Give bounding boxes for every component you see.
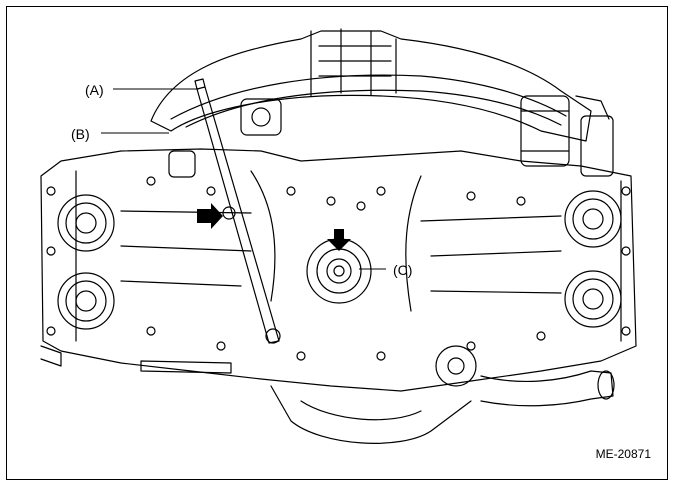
intake-manifold <box>150 30 592 142</box>
figure-code: ME-20871 <box>595 447 651 461</box>
callout-b-label: (B) <box>71 126 90 142</box>
figure-frame: (A) (B) (C) ME-20871 <box>6 6 668 480</box>
callout-c-label: (C) <box>393 262 413 278</box>
engine-block <box>40 148 637 392</box>
oil-level-gauge <box>196 86 280 344</box>
oil-pan <box>270 385 472 444</box>
engine-drawing <box>40 28 637 444</box>
arrow-pulley <box>327 229 351 251</box>
water-pump <box>435 345 477 387</box>
bolts <box>46 176 631 361</box>
arrow-bolt <box>197 203 223 229</box>
oil-filter <box>520 95 570 167</box>
callout-a-label: (A) <box>85 82 104 98</box>
